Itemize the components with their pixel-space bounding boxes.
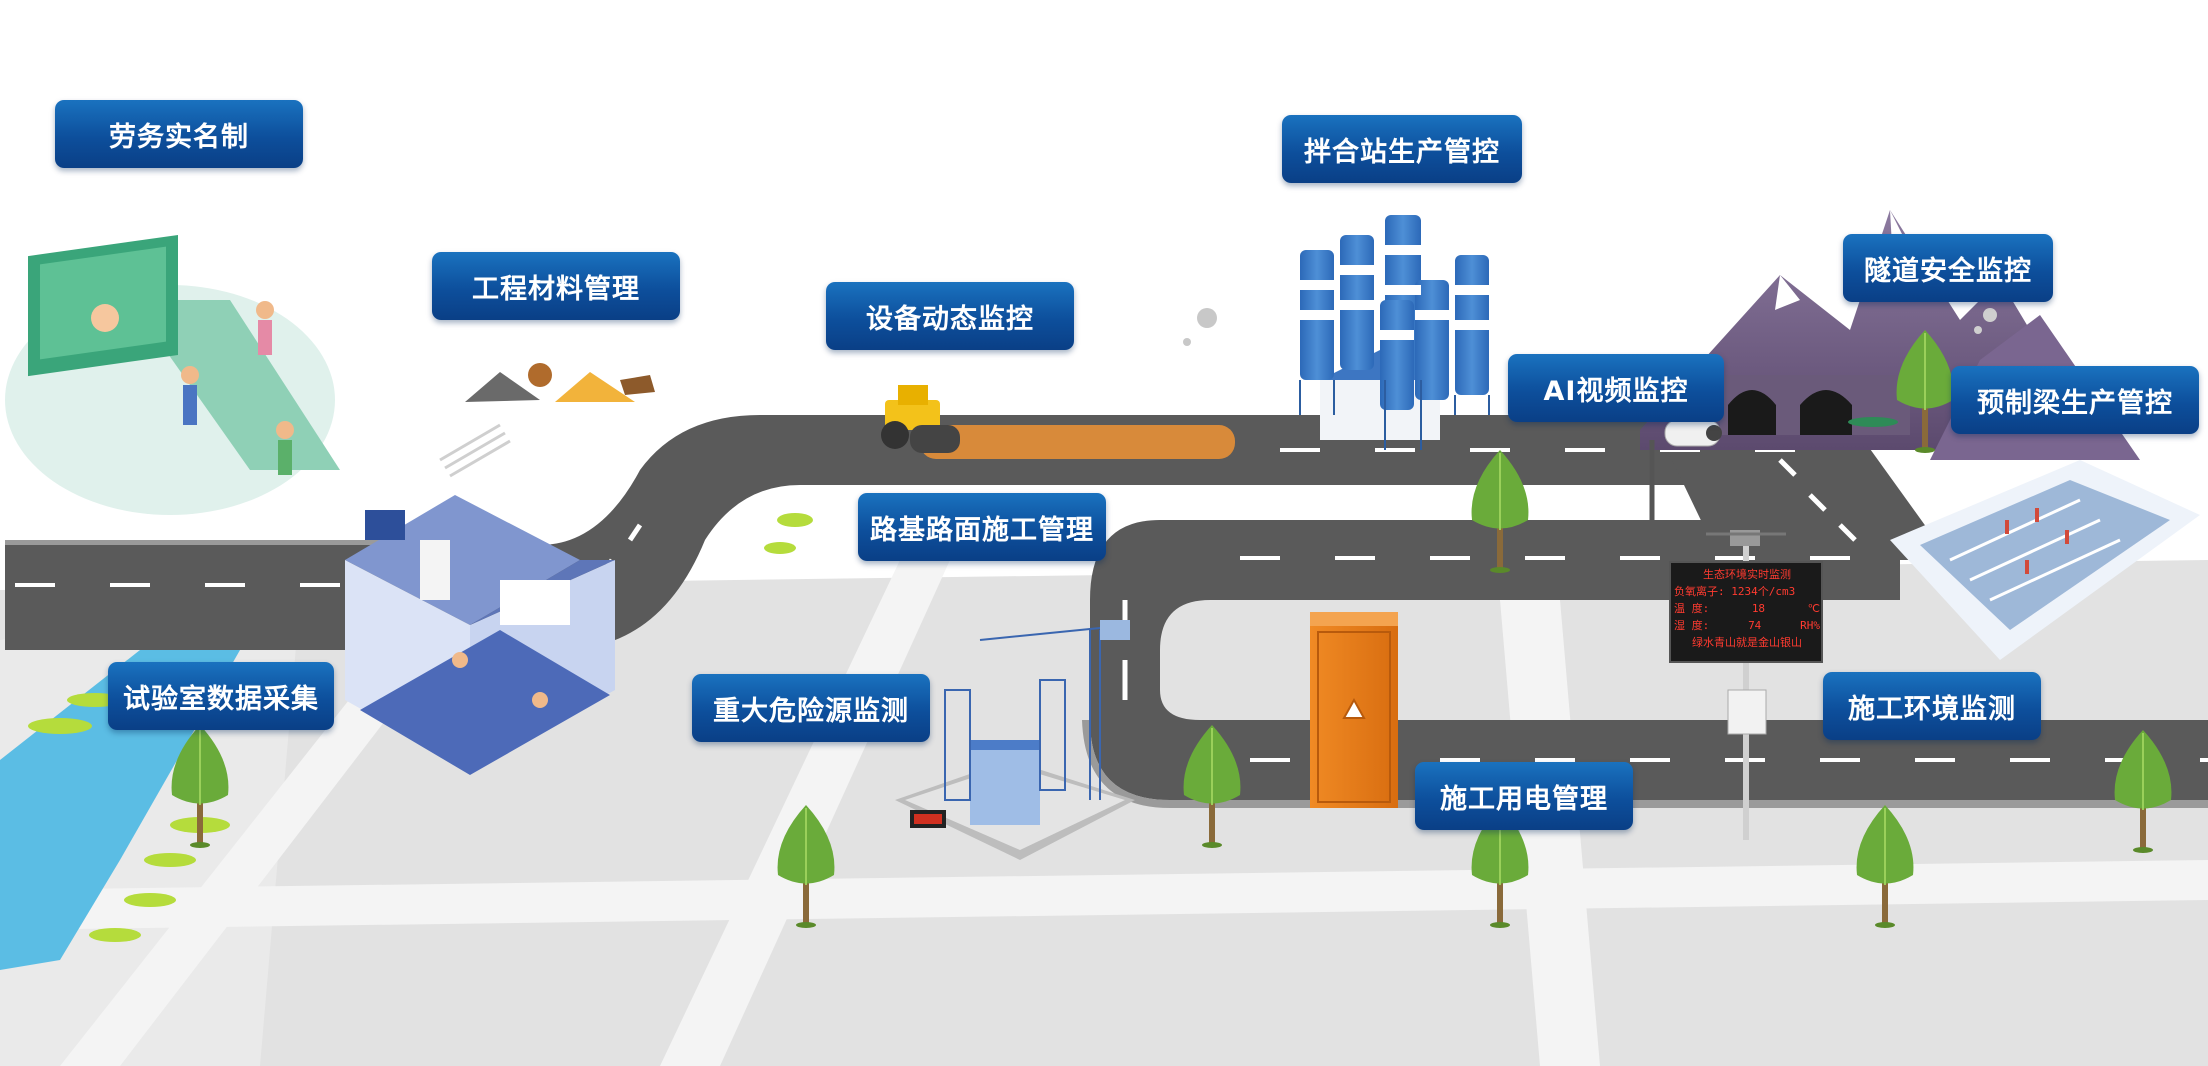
mixing-station-silos: [1183, 215, 1490, 450]
tag-labor-realname[interactable]: 劳务实名制: [55, 100, 303, 168]
tag-tunnel-safety[interactable]: 隧道安全监控: [1843, 234, 2053, 302]
led-display-board: [1669, 561, 1823, 663]
tag-equipment-monitor[interactable]: 设备动态监控: [826, 282, 1074, 350]
led-footer: 绿水青山就是金山银山: [1692, 636, 1802, 649]
materials-illustration: [439, 363, 655, 478]
led-board-text: 生态环境实时监测 负氧离子: 1234个/cm3 温 度: 18 ℃ 湿 度: …: [1674, 566, 1820, 651]
tag-mixing-station[interactable]: 拌合站生产管控: [1282, 115, 1522, 183]
labor-realname-illustration: [5, 234, 340, 515]
led-line-temp: 温 度: 18 ℃: [1674, 600, 1820, 617]
tree-icon: [1856, 805, 1914, 928]
tag-power-mgmt[interactable]: 施工用电管理: [1415, 762, 1633, 830]
env-monitor-station: [1669, 530, 1823, 840]
tree-icon: [2114, 730, 2172, 853]
tree-icon: [1183, 725, 1241, 848]
led-line-humidity: 湿 度: 74 RH%: [1674, 617, 1820, 634]
cctv-camera-icon: [1649, 419, 1722, 520]
tag-material-mgmt[interactable]: 工程材料管理: [432, 252, 680, 320]
tag-hazard-monitor[interactable]: 重大危险源监测: [692, 674, 930, 742]
led-humidity-value: 74: [1748, 619, 1762, 632]
led-title: 生态环境实时监测: [1703, 568, 1791, 581]
tag-lab-data[interactable]: 试验室数据采集: [108, 662, 334, 730]
precast-yard-illustration: [1890, 460, 2200, 660]
asphalt-strip: [920, 425, 1235, 459]
tree-icon: [1896, 330, 1954, 453]
tree-icon: [171, 725, 229, 848]
led-humidity-unit: RH%: [1800, 619, 1820, 632]
tag-ai-video[interactable]: AI视频监控: [1508, 354, 1724, 422]
led-humidity-label: 湿 度:: [1674, 619, 1710, 632]
tree-icon: [777, 805, 835, 928]
crane-construction-illustration: [895, 620, 1135, 860]
tree-icon: [1471, 450, 1529, 573]
tag-env-monitor[interactable]: 施工环境监测: [1823, 672, 2041, 740]
led-temp-unit: ℃: [1807, 602, 1820, 615]
led-temp-label: 温 度:: [1674, 602, 1710, 615]
lab-room-illustration: [345, 495, 615, 775]
road-roller-icon: [881, 385, 960, 453]
power-cabinet-illustration: [1310, 612, 1398, 808]
tag-precast-beam[interactable]: 预制梁生产管控: [1951, 366, 2199, 434]
led-line-oxygen: 负氧离子: 1234个/cm3: [1674, 585, 1796, 598]
led-temp-value: 18: [1751, 602, 1766, 615]
tag-roadbed-construction[interactable]: 路基路面施工管理: [858, 493, 1106, 561]
